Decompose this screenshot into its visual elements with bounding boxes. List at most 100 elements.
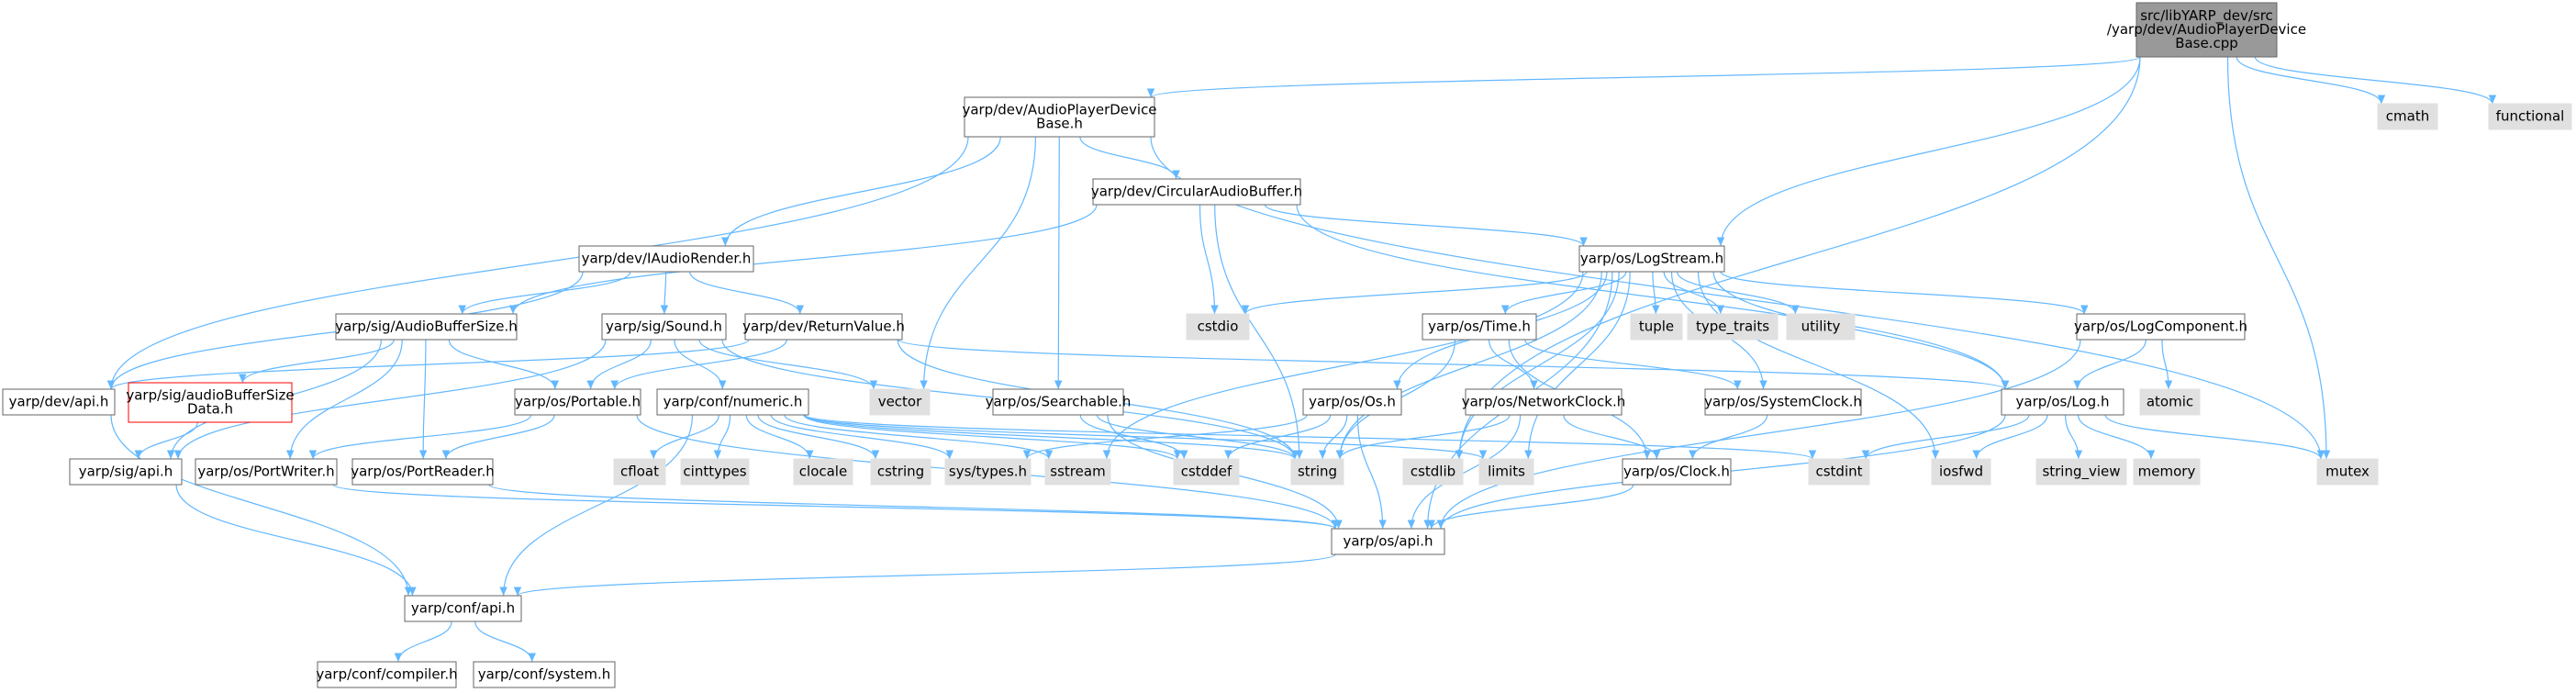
node-systemclock[interactable]: yarp/os/SystemClock.h [1704, 388, 1862, 416]
edge-devapi-to-confapi [110, 414, 413, 597]
node-box-vector [869, 388, 931, 416]
node-box-cstddef [1173, 458, 1240, 486]
node-portreader[interactable]: yarp/os/PortReader.h [351, 458, 495, 486]
edge-numeric-to-systypes [770, 414, 954, 460]
edge-root-to-logstream [1716, 56, 2141, 247]
edge-logcomponent-to-log [2073, 339, 2147, 390]
edge-logstream-to-iosfwd [1697, 271, 1940, 460]
node-numeric[interactable]: yarp/conf/numeric.h [656, 388, 809, 416]
node-iaudiorender[interactable]: yarp/dev/IAudioRender.h [578, 245, 754, 273]
edge-numeric-to-confapi [499, 414, 693, 597]
node-label-log: yarp/os/Log.h [2016, 394, 2110, 410]
edge-os_os-to-osapi [1356, 414, 1388, 530]
node-label-clock: yarp/os/Clock.h [1623, 464, 1730, 480]
node-label-portable: yarp/os/Portable.h [515, 394, 641, 410]
node-label-functional: functional [2496, 108, 2565, 125]
node-os_os[interactable]: yarp/os/Os.h [1302, 388, 1402, 416]
node-box-mutex [2316, 458, 2379, 486]
node-box-system [473, 661, 616, 688]
edge-portreader-to-osapi [488, 484, 1339, 530]
node-log[interactable]: yarp/os/Log.h [2001, 388, 2124, 416]
edge-audiobufsize-to-portreader [418, 339, 428, 460]
node-box-root [2136, 2, 2278, 58]
node-devapi[interactable]: yarp/dev/api.h [2, 388, 116, 416]
node-logcomponent[interactable]: yarp/os/LogComponent.h [2074, 313, 2247, 341]
node-label-abs_data: yarp/sig/audioBufferSize [126, 387, 294, 404]
node-portable[interactable]: yarp/os/Portable.h [514, 388, 641, 416]
edge-numeric-to-clocale [745, 414, 814, 460]
node-box-log [2001, 388, 2124, 416]
node-box-time [1422, 313, 1537, 341]
node-clock[interactable]: yarp/os/Clock.h [1622, 458, 1732, 486]
node-tuple: tuple [1630, 313, 1683, 341]
node-box-searchable [992, 388, 1124, 416]
node-label-string_view: string_view [2042, 464, 2120, 481]
node-sound[interactable]: yarp/sig/Sound.h [601, 313, 727, 341]
edge-sigapi-to-confapi [175, 484, 417, 597]
node-label-tuple: tuple [1639, 319, 1674, 335]
node-system[interactable]: yarp/conf/system.h [473, 661, 616, 688]
node-label-clocale: clocale [799, 464, 847, 480]
node-logstream[interactable]: yarp/os/LogStream.h [1578, 245, 1725, 273]
edge-apdb_h-to-circbuf [1079, 136, 1180, 180]
node-time[interactable]: yarp/os/Time.h [1422, 313, 1537, 341]
edge-sound-to-vector [698, 339, 878, 390]
node-label-logcomponent: yarp/os/LogComponent.h [2074, 319, 2247, 335]
edge-apdb_h-to-searchable [1054, 136, 1063, 390]
edge-layer [106, 56, 2497, 663]
node-box-abs_data [128, 382, 293, 423]
node-searchable[interactable]: yarp/os/Searchable.h [986, 388, 1132, 416]
edge-logstream-to-cstdlib [1455, 271, 1620, 460]
node-label-sstream: sstream [1050, 464, 1105, 480]
node-networkclock[interactable]: yarp/os/NetworkClock.h [1462, 388, 1626, 416]
edge-systemclock-to-clock [1689, 414, 1768, 460]
node-label-cmath: cmath [2386, 108, 2429, 125]
node-label-returnvalue: yarp/dev/ReturnValue.h [742, 319, 905, 335]
node-confapi[interactable]: yarp/conf/api.h [404, 595, 522, 622]
node-osapi[interactable]: yarp/os/api.h [1331, 528, 1445, 555]
edge-numeric-to-limits [804, 414, 1488, 460]
node-sstream: sstream [1044, 458, 1111, 486]
edge-os_os-to-string [1318, 414, 1348, 460]
node-box-logstream [1578, 245, 1725, 273]
edge-iaudiorender-to-sound [660, 271, 669, 315]
node-label-atomic: atomic [2147, 394, 2193, 410]
node-audiobufsize[interactable]: yarp/sig/AudioBufferSize.h [335, 313, 518, 341]
edge-logstream-to-log [1712, 271, 2010, 390]
edge-numeric-to-cinttypes [713, 414, 731, 460]
node-label-mutex: mutex [2325, 464, 2370, 480]
edge-networkclock-to-osapi [1407, 414, 1522, 530]
node-portwriter[interactable]: yarp/os/PortWriter.h [195, 458, 338, 486]
edge-numeric-to-cstddef [803, 414, 1182, 460]
node-label-utility: utility [1801, 319, 1841, 335]
node-returnvalue[interactable]: yarp/dev/ReturnValue.h [742, 313, 905, 341]
node-label-cstddef: cstddef [1181, 464, 1232, 480]
node-label-cstring: cstring [877, 464, 924, 480]
node-circbuf[interactable]: yarp/dev/CircularAudioBuffer.h [1091, 178, 1302, 206]
edge-searchable-to-string [1096, 414, 1299, 460]
node-sigapi[interactable]: yarp/sig/api.h [69, 458, 183, 486]
node-label-systemclock: yarp/os/SystemClock.h [1704, 394, 1862, 410]
node-systypes: sys/types.h [944, 458, 1032, 486]
node-box-cmath [2377, 103, 2438, 130]
node-box-atomic [2139, 388, 2201, 416]
node-label-system: yarp/conf/system.h [478, 666, 611, 683]
node-label-cstdlib: cstdlib [1411, 464, 1455, 480]
node-string_view: string_view [2035, 458, 2127, 486]
edge-numeric-to-sstream [784, 414, 1054, 460]
edge-log-to-iosfwd [1972, 414, 2048, 460]
edge-abs_data-to-sigapi [134, 421, 198, 460]
edge-root-to-mutex [2226, 56, 2331, 460]
edge-logstream-to-time [1500, 271, 1627, 315]
edge-circbuf-to-string [1214, 204, 1304, 460]
node-cfloat: cfloat [613, 458, 666, 486]
node-label-cstdio: cstdio [1198, 319, 1239, 335]
node-compiler[interactable]: yarp/conf/compiler.h [316, 661, 458, 688]
node-box-returnvalue [744, 313, 903, 341]
node-root: src/libYARP_dev/src/yarp/dev/AudioPlayer… [2107, 2, 2306, 58]
edge-audiobufsize-to-portwriter [285, 339, 403, 460]
node-box-cstdio [1186, 313, 1250, 341]
